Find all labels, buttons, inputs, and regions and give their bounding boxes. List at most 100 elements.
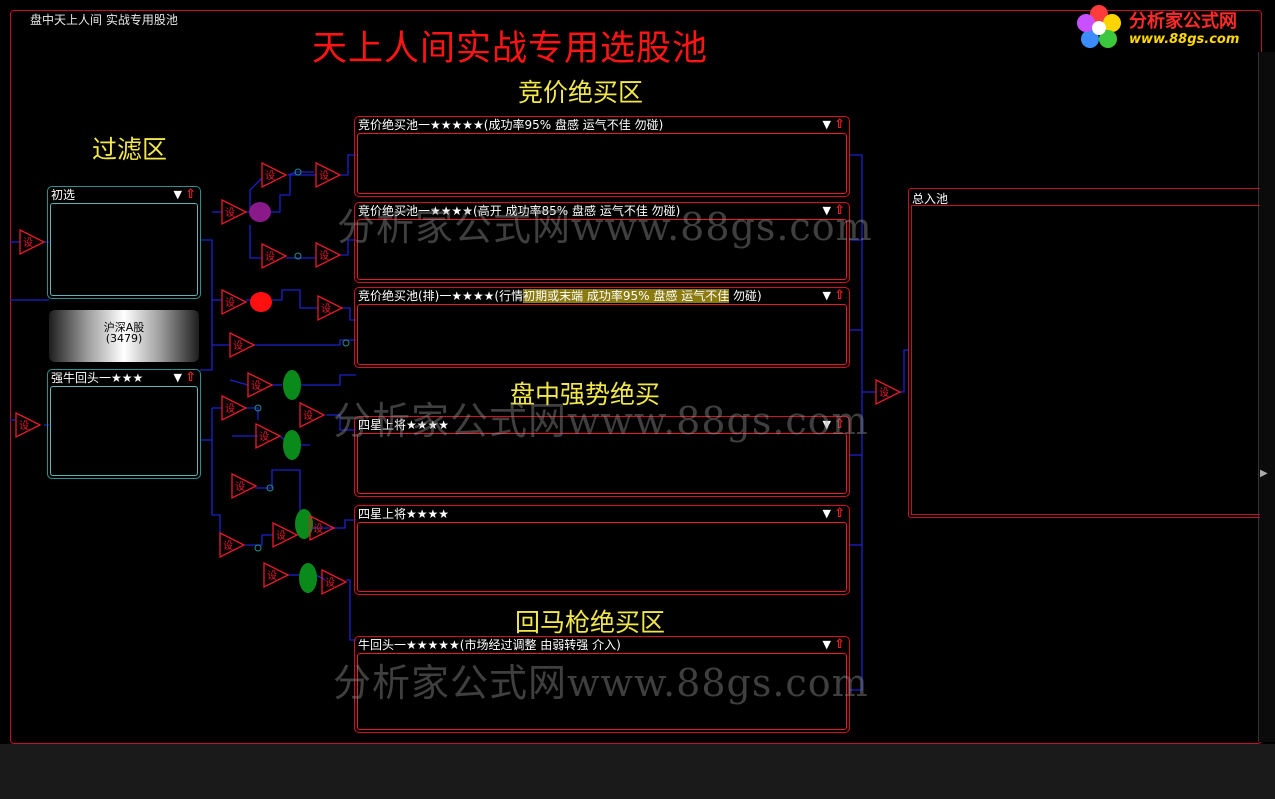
- market-cylinder[interactable]: 沪深A股 (3479): [49, 310, 199, 362]
- dropdown-icon[interactable]: ▼: [822, 118, 831, 131]
- up-arrow-icon[interactable]: ⇧: [834, 637, 845, 652]
- panel-title: 竞价绝买池一★★★★★(成功率95% 盘感 运气不佳 勿碰): [358, 118, 664, 132]
- panel-body[interactable]: [357, 304, 847, 365]
- panel-title: 初选: [51, 188, 76, 202]
- gate-label: 设: [251, 380, 261, 392]
- dropdown-icon[interactable]: ▼: [822, 638, 831, 651]
- panel-title: 竞价绝买池(排)一★★★★(行情初期或末端 成功率95% 盘感 运气不佳 勿碰): [355, 288, 849, 304]
- right-scroll-strip[interactable]: [1258, 52, 1275, 742]
- gate-8[interactable]: 设: [221, 288, 248, 316]
- gate-1[interactable]: 设: [19, 228, 46, 256]
- gate-4[interactable]: 设: [261, 161, 288, 189]
- gate-15[interactable]: 设: [231, 472, 258, 500]
- watermark: 分析家公式网www.88gs.com: [333, 399, 869, 443]
- gate-triangle-icon: [315, 161, 342, 189]
- pool-auction-3[interactable]: 竞价绝买池(排)一★★★★(行情初期或末端 成功率95% 盘感 运气不佳 勿碰)…: [354, 287, 850, 368]
- logo-url: www.88gs.com: [1129, 32, 1240, 47]
- panel-body[interactable]: [357, 653, 847, 730]
- gate-triangle-icon: [317, 294, 344, 322]
- purple-node: [249, 202, 271, 222]
- green-node-4: [299, 563, 317, 593]
- gate-10[interactable]: 设: [229, 331, 256, 359]
- gate-20[interactable]: 设: [321, 568, 348, 596]
- panel-body[interactable]: [50, 203, 198, 296]
- gate-19[interactable]: 设: [263, 561, 290, 589]
- green-node-3: [295, 509, 313, 539]
- gate-label: 设: [303, 410, 313, 422]
- gate-12[interactable]: 设: [221, 394, 248, 422]
- gate-triangle-icon: [221, 394, 248, 422]
- up-arrow-icon[interactable]: ⇧: [834, 288, 845, 303]
- gate-14[interactable]: 设: [255, 422, 282, 450]
- gate-3[interactable]: 设: [221, 198, 248, 226]
- site-logo: 分析家公式网 www.88gs.com: [1073, 2, 1273, 54]
- up-arrow-icon[interactable]: ⇧: [834, 203, 845, 218]
- gate-triangle-icon: [247, 371, 274, 399]
- pool-pullback[interactable]: 牛回头一★★★★★(市场经过调整 由弱转强 介入) ▼ ⇧: [354, 636, 850, 733]
- gate-label: 设: [225, 207, 235, 219]
- panel-body[interactable]: [357, 522, 847, 592]
- filter-panel-primary[interactable]: 初选 ▼ ⇧: [47, 186, 201, 299]
- gate-triangle-icon: [263, 561, 290, 589]
- gate-triangle-icon: [272, 521, 299, 549]
- panel-title: 总入池: [912, 192, 949, 206]
- pool-intraday-2[interactable]: 四星上将★★★★ ▼ ⇧: [354, 505, 850, 595]
- gate-11[interactable]: 设: [247, 371, 274, 399]
- gate-triangle-icon: [321, 568, 348, 596]
- title-part: 勿碰): [729, 289, 762, 303]
- gate-label: 设: [233, 340, 243, 352]
- gate-2[interactable]: 设: [15, 411, 42, 439]
- gate-triangle-icon: [875, 378, 902, 406]
- flower-icon: [1077, 5, 1121, 48]
- watermark: 分析家公式网www.88gs.com: [333, 661, 869, 705]
- panel-title: 牛回头一★★★★★(市场经过调整 由弱转强 介入): [358, 638, 621, 652]
- panel-body[interactable]: [50, 386, 198, 476]
- dropdown-icon[interactable]: ▼: [822, 418, 831, 431]
- gate-17[interactable]: 设: [309, 514, 336, 542]
- market-count: (3479): [105, 332, 143, 345]
- gate-label: 设: [235, 481, 245, 493]
- gate-triangle-icon: [309, 514, 336, 542]
- gate-9[interactable]: 设: [317, 294, 344, 322]
- expand-right-icon[interactable]: ▶: [1260, 468, 1268, 479]
- gate-16[interactable]: 设: [272, 521, 299, 549]
- window-title: 盘中天上人间 实战专用股池: [30, 13, 178, 27]
- market-name: 沪深A股: [103, 321, 145, 334]
- dropdown-icon[interactable]: ▼: [173, 188, 182, 201]
- up-arrow-icon[interactable]: ⇧: [185, 187, 196, 202]
- filter-panel-bull[interactable]: 强牛回头一★★★ ▼ ⇧: [47, 369, 201, 479]
- pool-auction-2[interactable]: 竞价绝买池一★★★★(高开 成功率85% 盘感 运气不佳 勿碰) ▼ ⇧: [354, 202, 850, 283]
- panel-body[interactable]: [911, 205, 1260, 515]
- gate-triangle-icon: [219, 531, 246, 559]
- red-node: [250, 292, 272, 312]
- up-arrow-icon[interactable]: ⇧: [834, 117, 845, 132]
- up-arrow-icon[interactable]: ⇧: [185, 370, 196, 385]
- pool-auction-1[interactable]: 竞价绝买池一★★★★★(成功率95% 盘感 运气不佳 勿碰) ▼ ⇧: [354, 116, 850, 197]
- gate-label: 设: [319, 170, 329, 182]
- logo-name: 分析家公式网: [1129, 11, 1237, 32]
- up-arrow-icon[interactable]: ⇧: [834, 417, 845, 432]
- gate-7[interactable]: 设: [315, 241, 342, 269]
- panel-body[interactable]: [357, 219, 847, 280]
- up-arrow-icon[interactable]: ⇧: [834, 506, 845, 521]
- pool-total[interactable]: 总入池: [908, 188, 1260, 518]
- gate-21[interactable]: 设: [875, 378, 902, 406]
- gate-triangle-icon: [255, 422, 282, 450]
- dropdown-icon[interactable]: ▼: [173, 371, 182, 384]
- dropdown-icon[interactable]: ▼: [822, 204, 831, 217]
- gate-13[interactable]: 设: [299, 401, 326, 429]
- gate-5[interactable]: 设: [315, 161, 342, 189]
- gate-18[interactable]: 设: [219, 531, 246, 559]
- gate-triangle-icon: [221, 288, 248, 316]
- dropdown-icon[interactable]: ▼: [822, 289, 831, 302]
- gate-triangle-icon: [231, 472, 258, 500]
- pool-intraday-1[interactable]: 四星上将★★★★ ▼ ⇧: [354, 416, 850, 497]
- green-node-1: [283, 370, 301, 400]
- gate-triangle-icon: [15, 411, 42, 439]
- panel-body[interactable]: [357, 433, 847, 494]
- page-title: 天上人间实战专用选股池: [312, 29, 709, 69]
- gate-label: 设: [325, 577, 335, 589]
- gate-6[interactable]: 设: [261, 242, 288, 270]
- dropdown-icon[interactable]: ▼: [822, 507, 831, 520]
- panel-body[interactable]: [357, 133, 847, 194]
